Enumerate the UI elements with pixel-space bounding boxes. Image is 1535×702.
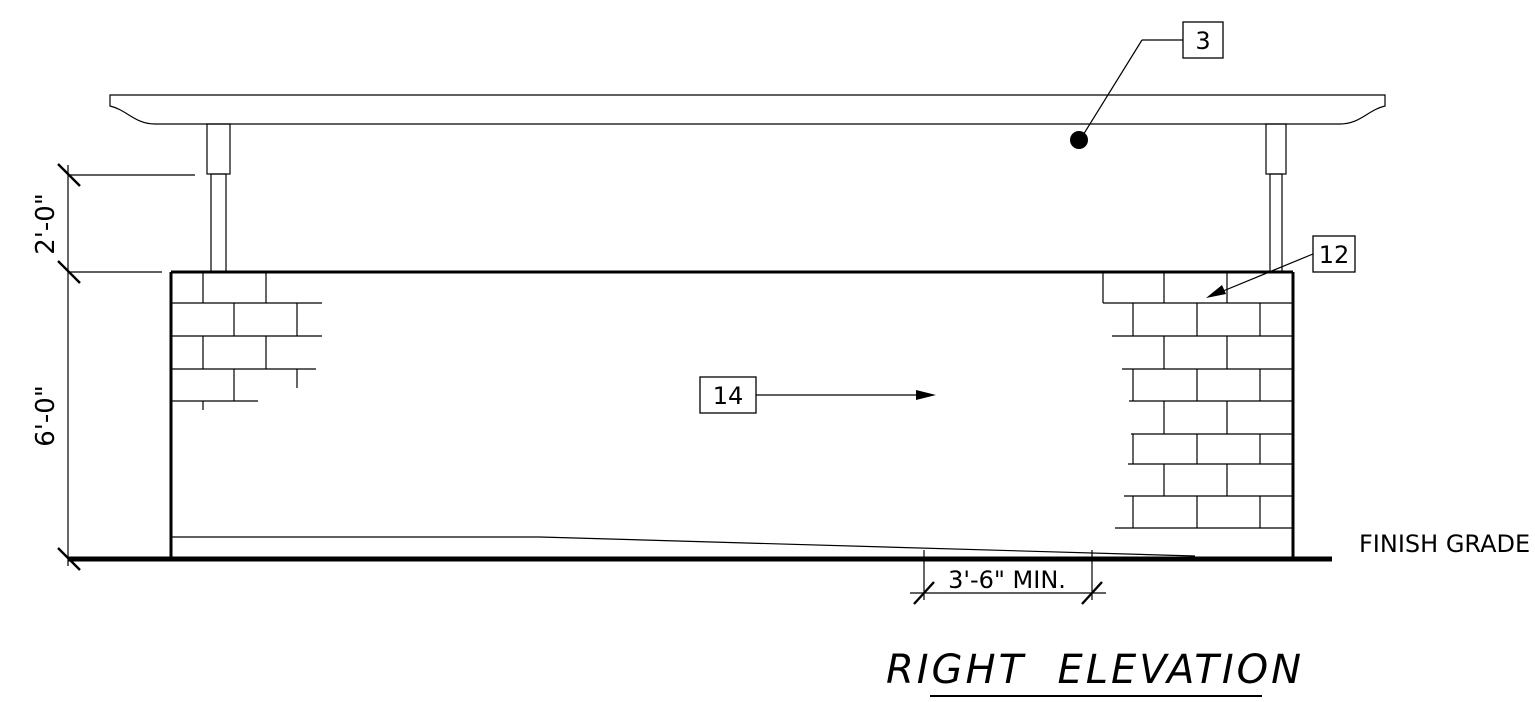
min-clearance-dimension-lines bbox=[910, 550, 1106, 605]
tag-14-label: 14 bbox=[713, 382, 744, 410]
right-brick-hatch bbox=[1102, 272, 1293, 529]
wall-outline bbox=[169, 270, 1295, 559]
callout-dot bbox=[1070, 131, 1088, 149]
wall-height-dimension: 6'-0" bbox=[31, 385, 61, 447]
sloped-walkway bbox=[171, 536, 1196, 557]
drawing-title: RIGHT ELEVATION bbox=[886, 647, 1304, 693]
callout-3: 3 bbox=[1070, 21, 1224, 149]
post-height-dimension: 2'-0" bbox=[31, 193, 61, 255]
left-brick-hatch bbox=[171, 272, 322, 410]
tag-12-label: 12 bbox=[1319, 241, 1350, 269]
vertical-dimension bbox=[57, 163, 195, 571]
left-post bbox=[206, 123, 231, 273]
right-post bbox=[1265, 123, 1287, 273]
callout-14: 14 bbox=[699, 376, 936, 414]
tag-3-label: 3 bbox=[1195, 27, 1210, 55]
min-clearance-dimension: 3'-6" MIN. bbox=[948, 566, 1066, 594]
roof-canopy bbox=[109, 94, 1386, 125]
finish-grade-label: FINISH GRADE bbox=[1359, 530, 1530, 558]
callout-12: 12 bbox=[1206, 235, 1356, 298]
